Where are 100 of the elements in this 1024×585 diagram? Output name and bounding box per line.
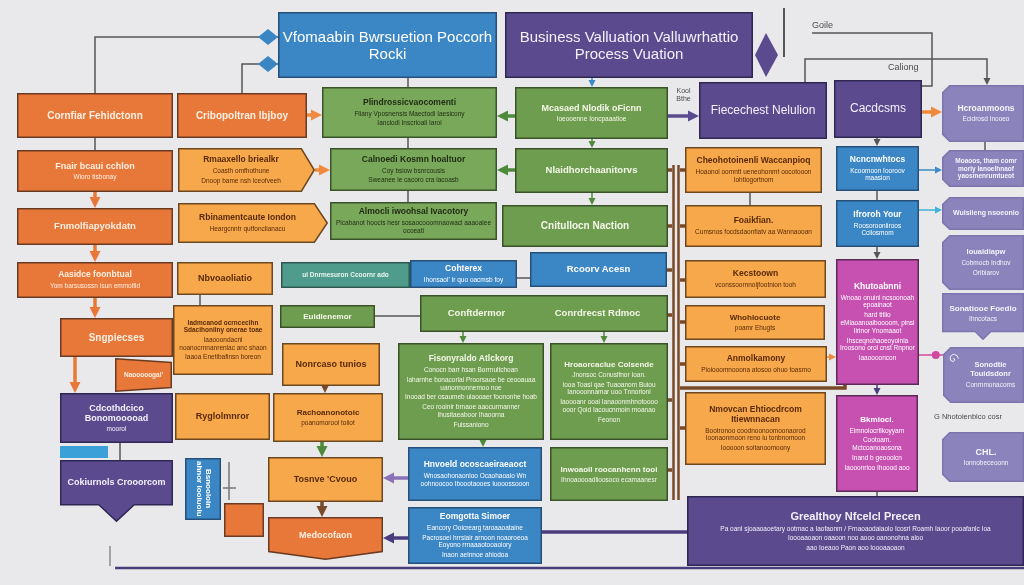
box-label: Medocofaon (299, 529, 352, 541)
box-label: Cnitullocn Naction (540, 220, 630, 232)
bus-bar (672, 165, 680, 500)
arrow (588, 192, 596, 205)
pointer-box (942, 293, 1024, 340)
pointer-box (268, 517, 383, 560)
box-heading: Khutoabnni (853, 281, 902, 292)
box-heading: Plindrossicvaocomenti (362, 97, 457, 108)
box-heading: Ncncnwhtocs (849, 154, 906, 165)
process-box (330, 202, 497, 240)
arrow (316, 442, 328, 457)
process-box (685, 346, 827, 382)
box-heading: Sonatiooe Foedlo (949, 303, 1017, 313)
box-heading: Grealthoy Nfcelcl Precen (790, 510, 921, 523)
process-box (177, 262, 273, 295)
connector-line (119, 442, 121, 461)
title-box (278, 12, 497, 78)
vertical-box (185, 458, 221, 520)
connector-line (542, 530, 687, 534)
connector-line (749, 192, 751, 206)
box-heading: Aasidce foonbtual (58, 270, 132, 280)
process-box (322, 87, 497, 138)
connector-line (407, 137, 409, 149)
box-heading: Inwoaoil roocanhenn tooi (560, 464, 658, 474)
box-label: Fnmolfiapyokdatn (54, 221, 136, 232)
box-label: Bsnooloin ahnor Iooiuoiu (194, 460, 212, 518)
box-label: Euidlenemor (303, 311, 352, 322)
process-box (268, 457, 383, 502)
process-box (685, 260, 826, 298)
box-heading: Ifroroh Your (853, 209, 902, 220)
process-box (530, 252, 667, 287)
arrow (922, 106, 942, 118)
connector-line (94, 29, 279, 94)
arrow (873, 246, 881, 259)
arrow-box (178, 148, 315, 192)
connector-line (680, 224, 685, 228)
connector-line (407, 190, 409, 203)
connector-line (407, 77, 409, 88)
arrow (873, 384, 881, 395)
box-label: Conftdermor (447, 308, 506, 319)
arrow (918, 166, 942, 174)
process-box (685, 205, 822, 247)
arrow (315, 164, 330, 176)
process-box (408, 447, 542, 501)
process-box (836, 200, 919, 247)
connector-line (876, 190, 878, 201)
arrow (89, 245, 101, 262)
connector-line (199, 294, 201, 306)
process-box (502, 205, 668, 247)
box-label: Cokiurnols Crooorcom (67, 477, 166, 488)
title-box (505, 12, 753, 78)
box-label: Sngpiecses (88, 331, 145, 344)
box-heading: Fnair bcaui cchlon (55, 160, 135, 172)
box-heading: Hroaorcaclue Colsende (564, 359, 654, 369)
connector-line (918, 351, 944, 359)
process-box (836, 395, 918, 492)
arrow (89, 298, 101, 318)
process-box (175, 393, 270, 440)
arrow (383, 472, 408, 484)
connector-line (516, 277, 531, 279)
box-heading: Cohterex (445, 264, 482, 274)
box-heading: Calnoedi Kosmn hoaltuor (361, 154, 466, 165)
arrow (826, 353, 836, 361)
process-box (330, 148, 497, 191)
process-box (420, 295, 668, 332)
arrow (918, 206, 942, 214)
connector-line (984, 141, 986, 151)
arrow (316, 502, 328, 517)
process-box (550, 343, 668, 440)
process-box (17, 93, 173, 138)
arrow (497, 110, 515, 122)
connector-line (680, 320, 685, 324)
process-box (60, 393, 173, 443)
arrow (588, 138, 596, 148)
arrow (600, 331, 608, 343)
arrow (497, 164, 515, 176)
box-heading: Rachoanonotoic (296, 408, 360, 418)
box-heading: Anmolkamony (726, 354, 786, 364)
connector-line (668, 468, 672, 472)
box-label: Rcoorv Acesn (566, 264, 631, 275)
pointer-box (60, 460, 173, 522)
box-label: Tosnve 'Cvouo (293, 474, 358, 485)
box-heading: Hnvoeld ocoscaeiraeaoct (423, 460, 527, 471)
process-box (410, 260, 517, 288)
box-heading: Rbinamentcaute Iondon (199, 213, 296, 223)
process-box (550, 447, 668, 501)
process-box (17, 208, 173, 245)
process-box (685, 305, 825, 340)
connector-line (811, 32, 933, 87)
box-heading: Rmaaxello briealkr (203, 155, 279, 166)
process-box (687, 496, 1024, 566)
process-box (177, 93, 307, 138)
box-label: Ryglolmnror (195, 411, 250, 422)
box-label: Cornfiar Fehidctonn (47, 109, 143, 122)
connector-line (680, 426, 685, 430)
process-box (17, 150, 173, 192)
connector-line (374, 315, 421, 317)
box-heading: Kecstoown (732, 269, 779, 279)
arrow (321, 385, 329, 393)
connector-line (668, 398, 672, 402)
